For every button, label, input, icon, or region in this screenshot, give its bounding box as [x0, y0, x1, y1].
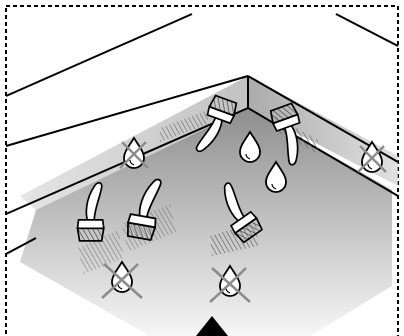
crossed-out-icon: [101, 263, 143, 299]
ceiling-line-left: [5, 13, 193, 97]
baseboard-edge-left: [5, 237, 37, 255]
drop-crossed-2: [357, 141, 387, 173]
paint-strokes-wall-left: [160, 110, 208, 142]
crossed-out-icon: [209, 267, 251, 303]
right-wall-shade: [248, 76, 398, 186]
crossed-out-icon: [357, 145, 387, 173]
drop-crossed-1: [119, 137, 149, 169]
direction-arrow-icon: [196, 316, 228, 336]
crossed-out-icon: [119, 141, 149, 169]
upper-wall-edge-left: [5, 75, 249, 147]
drop-crossed-4: [209, 265, 251, 303]
dashed-frame: [5, 5, 399, 336]
paint-strokes-floor-2: [78, 230, 124, 274]
drop-crossed-3: [101, 261, 143, 299]
ceiling-line-right: [335, 13, 399, 47]
